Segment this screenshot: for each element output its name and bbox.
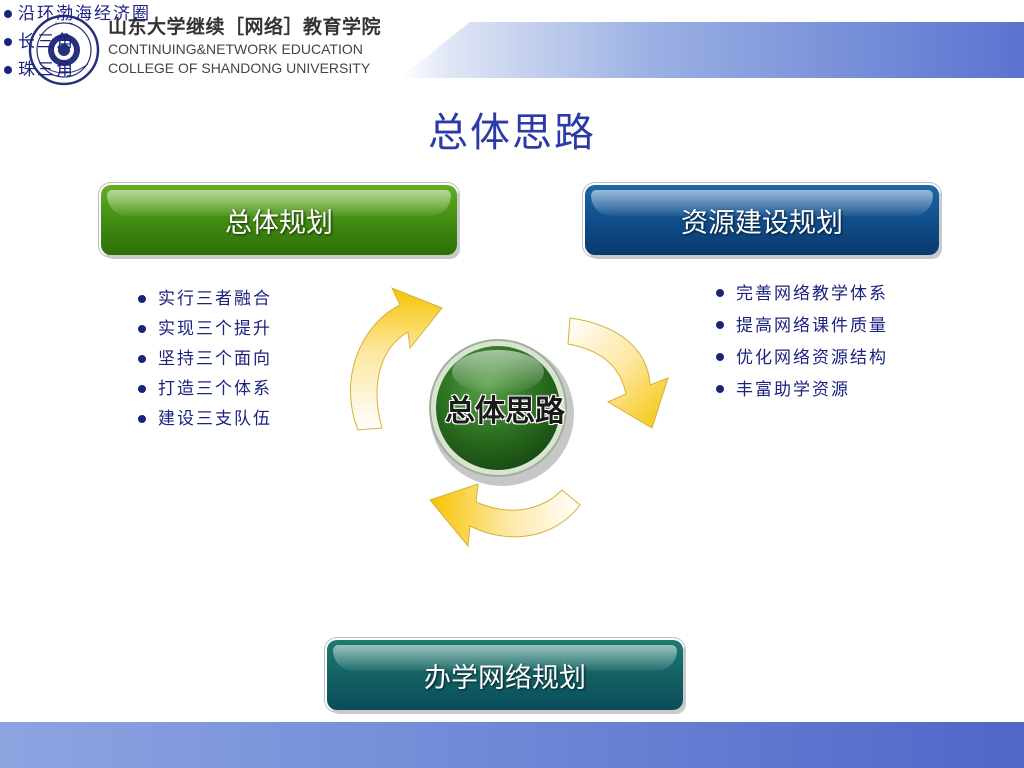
- logo-english-line-1: CONTINUING&NETWORK EDUCATION: [108, 41, 363, 57]
- cycle-diagram: [350, 287, 669, 548]
- header-band: [400, 22, 1024, 78]
- center-label: 总体思路: [445, 394, 565, 429]
- school-logo: ~ ~ ~ 山东大学继续［网络］教育学院 CONTINUING&NETWORK …: [28, 14, 388, 86]
- list-item: 优化网络资源结构: [714, 342, 888, 374]
- list-item: 提高网络课件质量: [714, 310, 888, 342]
- center-button[interactable]: [429, 339, 574, 486]
- list-item: 坚持三个面向: [136, 344, 272, 374]
- slide-title: 总体思路: [428, 110, 596, 156]
- list-item: 打造三个体系: [136, 374, 272, 404]
- logo-english-line-2: COLLEGE OF SHANDONG UNIVERSITY: [108, 60, 371, 76]
- school-seal-icon: ~ ~ ~: [28, 14, 100, 86]
- list-item: 珠三角: [0, 56, 170, 84]
- list-item-text: 长三角: [18, 32, 75, 52]
- network-box[interactable]: 办学网络规划: [327, 640, 683, 710]
- network-box-label: 办学网络规划: [424, 662, 586, 694]
- list-item: 完善网络教学体系: [714, 278, 888, 310]
- list-item: 丰富助学资源: [714, 374, 888, 406]
- resource-box[interactable]: 资源建设规划: [585, 185, 939, 255]
- resource-list: 完善网络教学体系 提高网络课件质量 优化网络资源结构 丰富助学资源: [714, 278, 888, 406]
- cycle-arrow-bottom: [429, 483, 581, 548]
- logo-chinese-name: 山东大学继续［网络］教育学院: [108, 17, 382, 38]
- footer-band: [0, 722, 1024, 768]
- list-item: 实行三者融合: [136, 284, 272, 314]
- list-item: 沿环渤海经济圈: [0, 0, 170, 28]
- list-item: 长三角: [0, 28, 170, 56]
- plan-list: 实行三者融合 实现三个提升 坚持三个面向 打造三个体系 建设三支队伍: [136, 284, 272, 434]
- list-item: 实现三个提升: [136, 314, 272, 344]
- svg-text:~ ~ ~: ~ ~ ~: [55, 20, 74, 27]
- cycle-arrow-right: [567, 317, 669, 429]
- cycle-arrow-upper-left: [350, 287, 443, 431]
- plan-box-label: 总体规划: [225, 207, 333, 239]
- list-item-text: 珠三角: [18, 60, 75, 80]
- list-item-text: 沿环渤海经济圈: [18, 4, 151, 24]
- network-list: 沿环渤海经济圈 长三角 珠三角: [0, 0, 170, 84]
- list-item: 建设三支队伍: [136, 404, 272, 434]
- resource-box-label: 资源建设规划: [681, 207, 843, 239]
- plan-box[interactable]: 总体规划: [101, 185, 457, 255]
